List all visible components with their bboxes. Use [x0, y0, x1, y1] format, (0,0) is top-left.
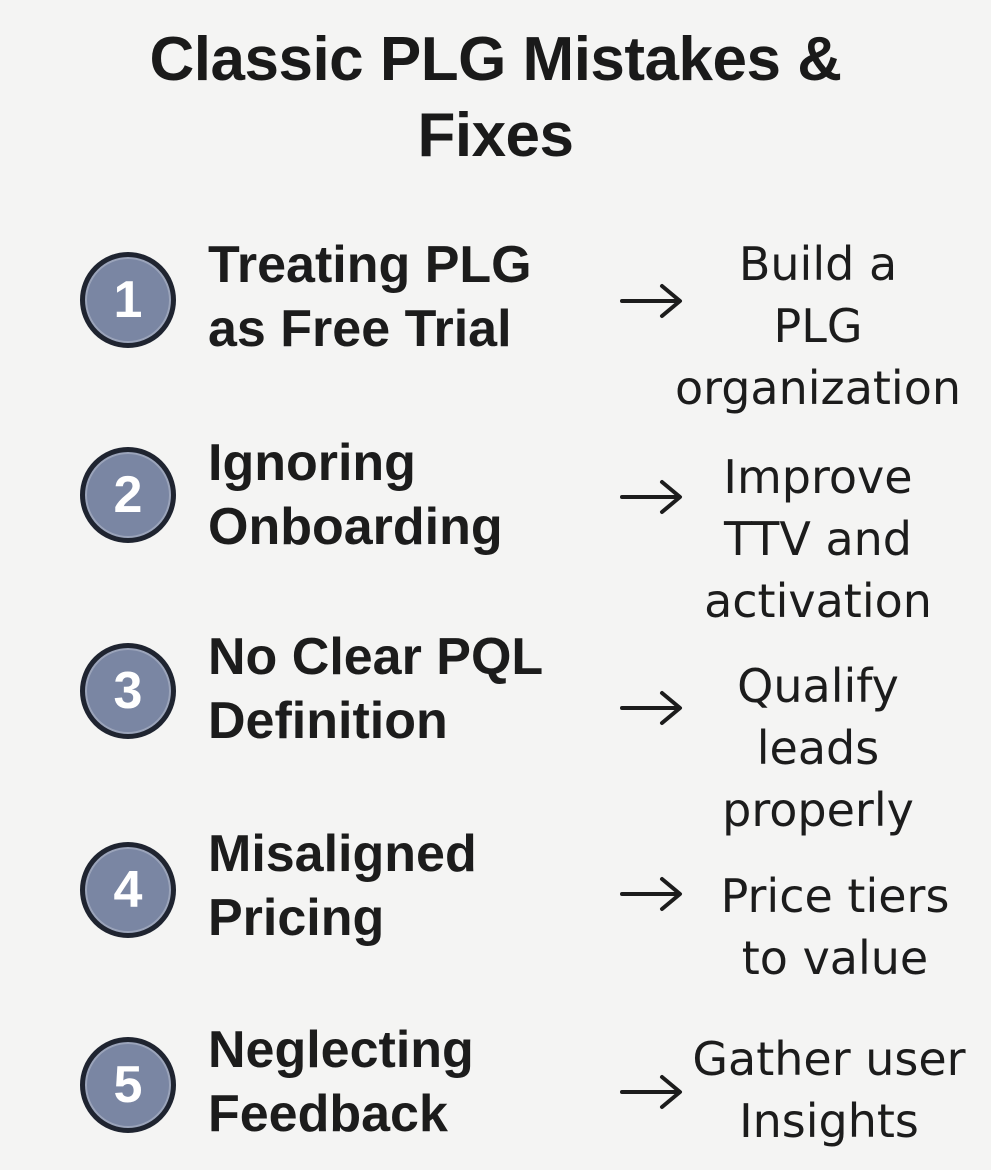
fix-line: leads	[756, 721, 880, 775]
title-line-1: Classic PLG Mistakes &	[149, 25, 842, 94]
diagram-title: Classic PLG Mistakes & Fixes	[0, 22, 991, 174]
fix-line: Qualify	[737, 659, 899, 713]
mistake-line: Feedback	[208, 1085, 448, 1143]
mistake-label: No Clear PQL Definition	[208, 625, 543, 753]
mistake-line: Neglecting	[208, 1021, 474, 1079]
mistake-line: Misaligned	[208, 825, 477, 883]
number-badge: 4	[80, 842, 176, 938]
mistake-line: No Clear PQL	[208, 628, 544, 686]
number-badge: 5	[80, 1037, 176, 1133]
mistake-label: Misaligned Pricing	[208, 822, 477, 950]
fix-label: Price tiers to value	[690, 865, 980, 989]
fix-label: Improve TTV and activation	[655, 446, 981, 632]
number-badge: 3	[80, 643, 176, 739]
fix-label: Build a PLG organization	[655, 233, 981, 419]
fix-line: activation	[704, 574, 932, 628]
fix-line: Insights	[739, 1094, 919, 1148]
mistake-line: as Free Trial	[208, 300, 512, 358]
mistake-line: Pricing	[208, 889, 385, 947]
fix-line: to value	[741, 931, 929, 985]
right-arrow-icon	[620, 480, 682, 514]
title-line-2: Fixes	[417, 101, 574, 170]
fix-line: Build a	[738, 237, 898, 291]
mistake-line: Onboarding	[208, 498, 503, 556]
fix-line: Price tiers	[720, 869, 950, 923]
number-badge: 1	[80, 252, 176, 348]
fix-label: Qualify leads properly	[655, 655, 981, 841]
fix-line: organization	[674, 361, 962, 415]
mistake-label: Treating PLG as Free Trial	[208, 233, 532, 361]
number-badge: 2	[80, 447, 176, 543]
right-arrow-icon	[620, 1075, 682, 1109]
right-arrow-icon	[620, 284, 682, 318]
mistake-line: Treating PLG	[208, 236, 532, 294]
fix-line: PLG	[773, 299, 863, 353]
fix-line: properly	[722, 783, 914, 837]
fix-label: Gather user Insights	[672, 1028, 986, 1152]
fix-line: Gather user	[692, 1032, 966, 1086]
right-arrow-icon	[620, 691, 682, 725]
mistake-line: Definition	[208, 692, 448, 750]
mistake-line: Ignoring	[208, 434, 416, 492]
mistake-label: Ignoring Onboarding	[208, 431, 503, 559]
mistake-label: Neglecting Feedback	[208, 1018, 474, 1146]
fix-line: Improve	[723, 450, 913, 504]
right-arrow-icon	[620, 877, 682, 911]
fix-line: TTV and	[723, 512, 913, 566]
